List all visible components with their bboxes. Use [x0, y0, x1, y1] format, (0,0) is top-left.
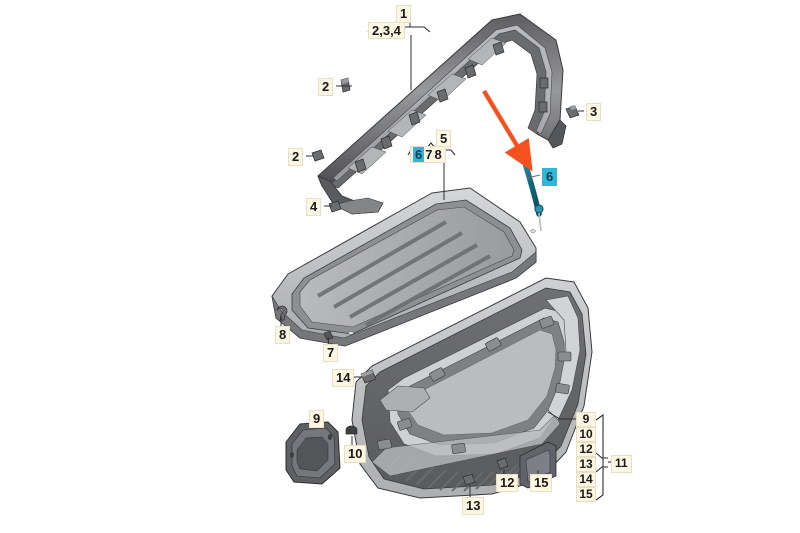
stack-item-13[interactable]: 13 [576, 457, 596, 472]
stack-item-10[interactable]: 10 [576, 427, 596, 442]
callout-12[interactable]: 12 [496, 474, 519, 492]
callout-8[interactable]: 8 [275, 326, 291, 344]
part-side-trim-panel [285, 421, 341, 485]
callout-10[interactable]: 10 [344, 445, 367, 463]
callout-6-grouped-highlighted: 6 [413, 147, 425, 162]
part-parcel-shelf [271, 187, 537, 347]
callout-15[interactable]: 15 [530, 474, 553, 492]
fastener-clips [311, 77, 580, 486]
callout-14[interactable]: 14 [332, 369, 355, 387]
attention-arrow [482, 89, 533, 172]
callout-6-highlighted[interactable]: 6 [542, 168, 558, 186]
callout-3[interactable]: 3 [586, 103, 602, 121]
callout-11-bracket[interactable]: 11 [611, 455, 632, 473]
stack-item-14[interactable]: 14 [576, 472, 596, 487]
callout-group-678[interactable]: 6 7 8 [410, 146, 446, 163]
callout-2-grouped: 2,3,4 [372, 23, 401, 38]
stack-item-12[interactable]: 12 [576, 442, 596, 457]
callout-4[interactable]: 4 [306, 198, 322, 216]
callout-2-lower[interactable]: 2 [288, 148, 304, 166]
callout-2-upper[interactable]: 2 [318, 78, 334, 96]
callout-8-grouped: 8 [434, 147, 442, 162]
stack-item-15[interactable]: 15 [576, 487, 596, 502]
callout-7[interactable]: 7 [323, 344, 339, 362]
callout-13[interactable]: 13 [462, 497, 485, 515]
part-gas-strut-highlighted [518, 152, 544, 232]
part-upper-frame-trim [317, 13, 567, 215]
stack-item-9[interactable]: 9 [576, 412, 596, 427]
callout-7-grouped: 7 [425, 147, 433, 162]
callout-group-234[interactable]: 2,3,4 [368, 22, 405, 39]
callout-9[interactable]: 9 [309, 410, 325, 428]
callout-1[interactable]: 1 [396, 5, 412, 23]
